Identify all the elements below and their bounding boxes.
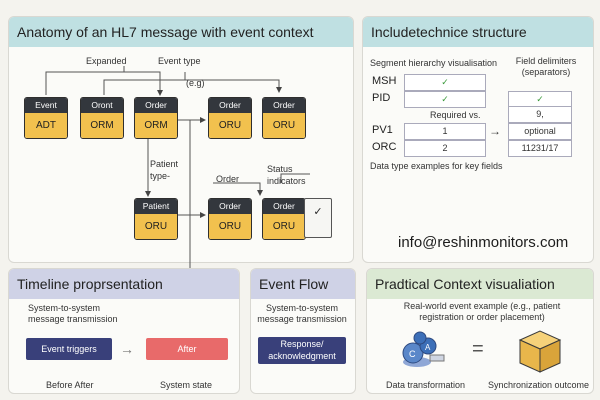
message-box-order-oru-3[interactable]: Order ORU: [208, 198, 252, 240]
cell-orc-right[interactable]: 11231/17: [508, 140, 572, 157]
cell-msh-left[interactable]: ✓: [404, 74, 486, 91]
message-box-patient-oru[interactable]: Patient ORU: [134, 198, 178, 240]
arrow-pv1: →: [489, 124, 501, 138]
label-required: Required vs.: [430, 110, 481, 120]
label-synchronization: Synchronization outcome: [488, 380, 590, 390]
event-flow-desc: System-to-system message transmission: [257, 303, 347, 324]
timeline-arrow: →: [120, 341, 134, 357]
message-body: ADT: [25, 113, 67, 138]
label-eg: (e.g): [186, 78, 205, 88]
event-flow-header: Event Flow: [251, 269, 355, 299]
timeline-header: Timeline proprsentation: [9, 269, 239, 299]
event-triggers-button[interactable]: Event triggers: [26, 338, 112, 360]
response-acknowledgment-button[interactable]: Response/ acknowledgment: [258, 337, 346, 364]
label-hierarchy: Segment hierarchy visualisation: [370, 58, 498, 68]
structure-header: Includetechnice structure: [363, 17, 593, 47]
label-system-state: System state: [160, 380, 213, 390]
label-before-after: Before After: [46, 380, 94, 390]
message-head: Patient: [135, 199, 177, 214]
message-body: ORU: [209, 113, 251, 138]
label-status: Status indicators: [267, 164, 306, 186]
message-body: ORM: [81, 113, 123, 138]
timeline-desc: System-to-system message transmission: [28, 303, 118, 324]
message-head: Order: [263, 98, 305, 113]
message-head: Event: [25, 98, 67, 113]
message-head: Order: [263, 199, 305, 214]
message-body: ORU: [135, 214, 177, 239]
label-order: Order: [216, 174, 240, 184]
message-head: Order: [135, 98, 177, 113]
event-flow-panel: Event Flow: [250, 268, 356, 394]
anatomy-title: Anatomy of an HL7 message with event con…: [17, 24, 314, 40]
practical-panel: Pradtical Context visualiation: [366, 268, 594, 394]
cell-delimiter-right[interactable]: 9,: [508, 106, 572, 123]
row-label-orc: ORC: [372, 141, 397, 153]
contact-email[interactable]: info@reshinmonitors.com: [398, 234, 569, 251]
anatomy-header: Anatomy of an HL7 message with event con…: [9, 17, 353, 47]
row-label-pv1: PV1: [372, 124, 393, 136]
icon-letter-a: A: [425, 343, 431, 352]
cell-pv1-left[interactable]: 1: [404, 123, 486, 140]
message-head: Order: [209, 199, 251, 214]
message-box-order-oru-2[interactable]: Order ORU: [262, 97, 306, 139]
message-body: ORU: [263, 113, 305, 138]
equals-sign: =: [472, 338, 484, 360]
row-label-msh: MSH: [372, 75, 397, 87]
practical-header: Pradtical Context visualiation: [367, 269, 593, 299]
label-event-type: Event type: [158, 56, 201, 66]
message-box-order-orm[interactable]: Order ORM: [134, 97, 178, 139]
message-body: ORM: [135, 113, 177, 138]
message-head: Oront: [81, 98, 123, 113]
message-body: ORU: [209, 214, 251, 239]
message-box-oront-orm[interactable]: Oront ORM: [80, 97, 124, 139]
cell-pv1-right[interactable]: optional: [508, 123, 572, 140]
row-label-pid: PID: [372, 92, 391, 104]
practical-desc: Real-world event example (e.g., patient …: [403, 301, 561, 322]
label-patient-type: Patient type-: [150, 159, 179, 181]
message-head: Order: [209, 98, 251, 113]
message-box-event-adt[interactable]: Event ADT: [24, 97, 68, 139]
timeline-title: Timeline proprsentation: [17, 276, 163, 292]
status-check-cell[interactable]: ✓: [304, 198, 332, 238]
icon-letter-c: C: [409, 349, 416, 359]
practical-title: Pradtical Context visualiation: [375, 276, 555, 292]
timeline-panel: Timeline proprsentation: [8, 268, 240, 394]
label-expanded: Expanded: [86, 56, 127, 66]
label-datatype: Data type examples for key fields: [370, 161, 503, 171]
label-delimiters: Field delimiters (separators): [515, 56, 577, 77]
message-box-order-oru-1[interactable]: Order ORU: [208, 97, 252, 139]
anatomy-panel: Anatomy of an HL7 message with event con…: [8, 16, 354, 263]
event-flow-title: Event Flow: [259, 276, 329, 292]
label-data-transformation: Data transformation: [386, 380, 466, 390]
message-body: ORU: [263, 214, 305, 239]
message-box-order-oru-4[interactable]: Order ORU: [262, 198, 306, 240]
cell-pid-left[interactable]: ✓: [404, 91, 486, 108]
cell-orc-left[interactable]: 2: [404, 140, 486, 157]
structure-title: Includetechnice structure: [371, 24, 527, 40]
after-button[interactable]: After: [146, 338, 228, 360]
